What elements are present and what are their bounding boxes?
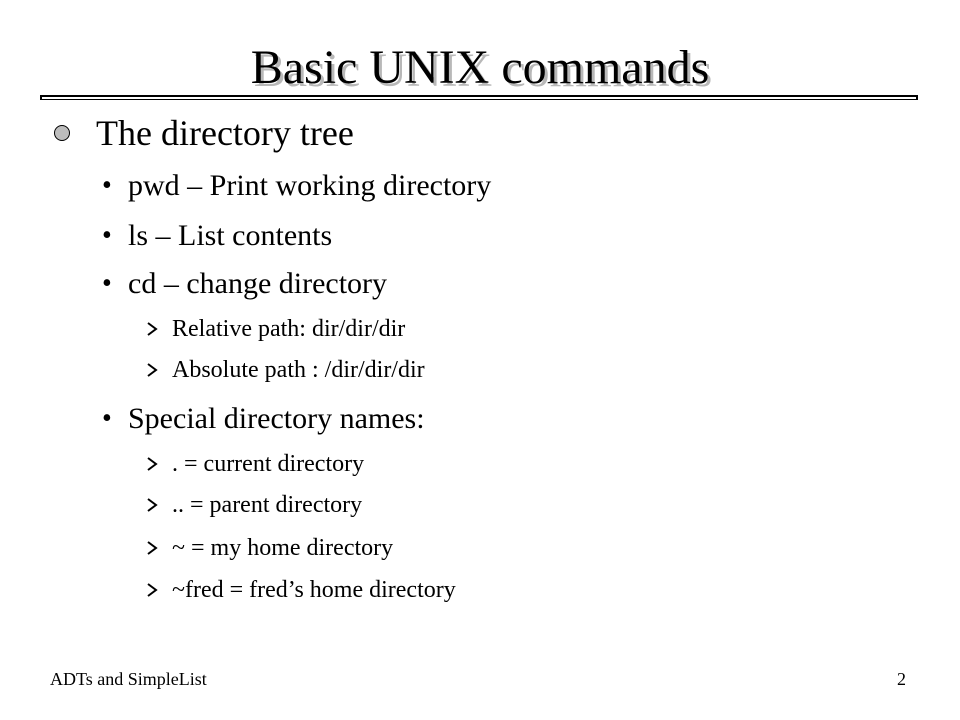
- sub-item-text: .. = parent directory: [172, 491, 363, 518]
- arrowhead-bullet-icon: [146, 541, 172, 555]
- main-bullet-item: The directory tree: [50, 110, 354, 156]
- bullet-icon: •: [102, 268, 112, 299]
- sub-item-text: Absolute path : /dir/dir/dir: [172, 356, 425, 383]
- sub-item-absolute-path: Absolute path : /dir/dir/dir: [146, 354, 425, 386]
- title-divider: [40, 95, 918, 100]
- list-item-ls: • ls – List contents: [102, 216, 332, 256]
- list-item-text: cd – change directory: [128, 267, 388, 300]
- page-number: 2: [897, 669, 906, 689]
- list-item-text: ls – List contents: [128, 219, 333, 252]
- circle-bullet-icon: [54, 125, 70, 141]
- sub-item-current-dir: . = current directory: [146, 448, 364, 480]
- arrowhead-bullet-icon: [146, 498, 172, 512]
- sub-item-relative-path: Relative path: dir/dir/dir: [146, 313, 405, 345]
- list-item-pwd: • pwd – Print working directory: [102, 166, 491, 206]
- arrowhead-bullet-icon: [146, 322, 172, 336]
- list-item-text: Special directory names:: [128, 402, 425, 435]
- list-item-cd: • cd – change directory: [102, 264, 387, 304]
- arrowhead-bullet-icon: [146, 457, 172, 471]
- bullet-icon: •: [102, 170, 112, 201]
- bullet-icon: •: [102, 220, 112, 251]
- arrowhead-bullet-icon: [146, 583, 172, 597]
- footer-title: ADTs and SimpleList: [50, 669, 207, 689]
- list-item-text: pwd – Print working directory: [128, 169, 492, 202]
- main-bullet-text: The directory tree: [96, 113, 354, 153]
- list-item-special-names: • Special directory names:: [102, 399, 425, 439]
- sub-item-fred-home-dir: ~fred = fred’s home directory: [146, 574, 456, 606]
- bullet-icon: •: [102, 403, 112, 434]
- sub-item-text: ~fred = fred’s home directory: [172, 576, 456, 603]
- sub-item-parent-dir: .. = parent directory: [146, 489, 362, 521]
- slide-title: Basic UNIX commands: [250, 41, 710, 94]
- sub-item-text: Relative path: dir/dir/dir: [172, 315, 406, 342]
- sub-item-text: ~ = my home directory: [172, 534, 394, 561]
- sub-item-text: . = current directory: [172, 450, 365, 477]
- sub-item-home-dir: ~ = my home directory: [146, 532, 393, 564]
- arrowhead-bullet-icon: [146, 363, 172, 377]
